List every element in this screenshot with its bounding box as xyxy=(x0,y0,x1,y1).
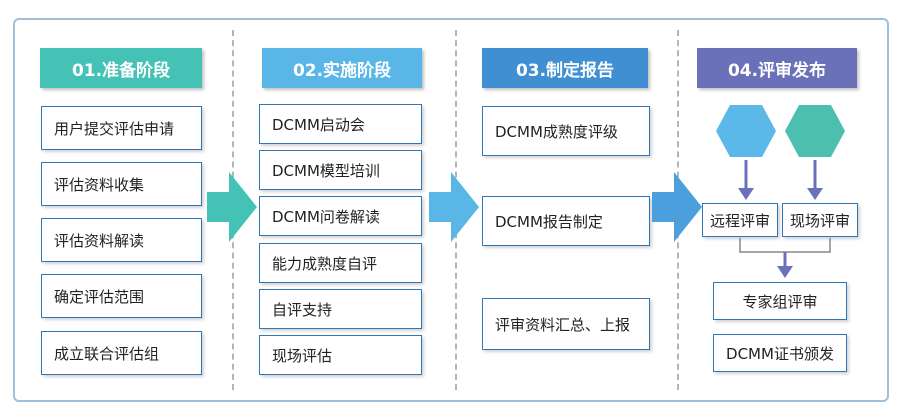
phase-2-step: DCMM模型培训 xyxy=(259,150,422,190)
phase-2-step: DCMM问卷解读 xyxy=(259,196,422,236)
flow-arrow-3 xyxy=(652,172,702,242)
phase-2-step: 能力成熟度自评 xyxy=(259,243,422,283)
phase-2-header: 02.实施阶段 xyxy=(262,48,422,88)
phase-1-step: 评估资料解读 xyxy=(41,218,202,262)
phase-2-step: 现场评估 xyxy=(259,335,422,375)
phase-3-step: DCMM成熟度评级 xyxy=(482,106,650,156)
phase-1-step: 评估资料收集 xyxy=(41,162,202,206)
phase-1-step: 确定评估范围 xyxy=(41,274,202,318)
phase-1-step: 成立联合评估组 xyxy=(41,331,202,375)
phase-3-step: DCMM报告制定 xyxy=(482,196,650,246)
phase-3-step: 评审资料汇总、上报 xyxy=(482,298,650,350)
remote-review-box: 远程评审 xyxy=(702,203,778,237)
phase-4-header: 04.评审发布 xyxy=(697,48,857,88)
phase-2-step: 自评支持 xyxy=(259,289,422,329)
phase-4-step: 专家组评审 xyxy=(713,282,847,320)
down-arrow xyxy=(736,160,756,202)
flow-arrow-2 xyxy=(429,172,479,242)
diagram-frame xyxy=(13,18,889,402)
phase-1-step: 用户提交评估申请 xyxy=(41,106,202,150)
merge-connector xyxy=(735,238,835,280)
phase-3-header: 03.制定报告 xyxy=(482,48,648,88)
phase-2-step: DCMM启动会 xyxy=(259,104,422,144)
onsite-review-box: 现场评审 xyxy=(782,203,858,237)
hexagon-icon xyxy=(715,104,777,158)
flow-arrow-1 xyxy=(207,172,257,242)
down-arrow xyxy=(805,160,825,202)
phase-4-step: DCMM证书颁发 xyxy=(713,334,847,372)
hexagon-icon xyxy=(784,104,846,158)
phase-1-header: 01.准备阶段 xyxy=(40,48,202,88)
